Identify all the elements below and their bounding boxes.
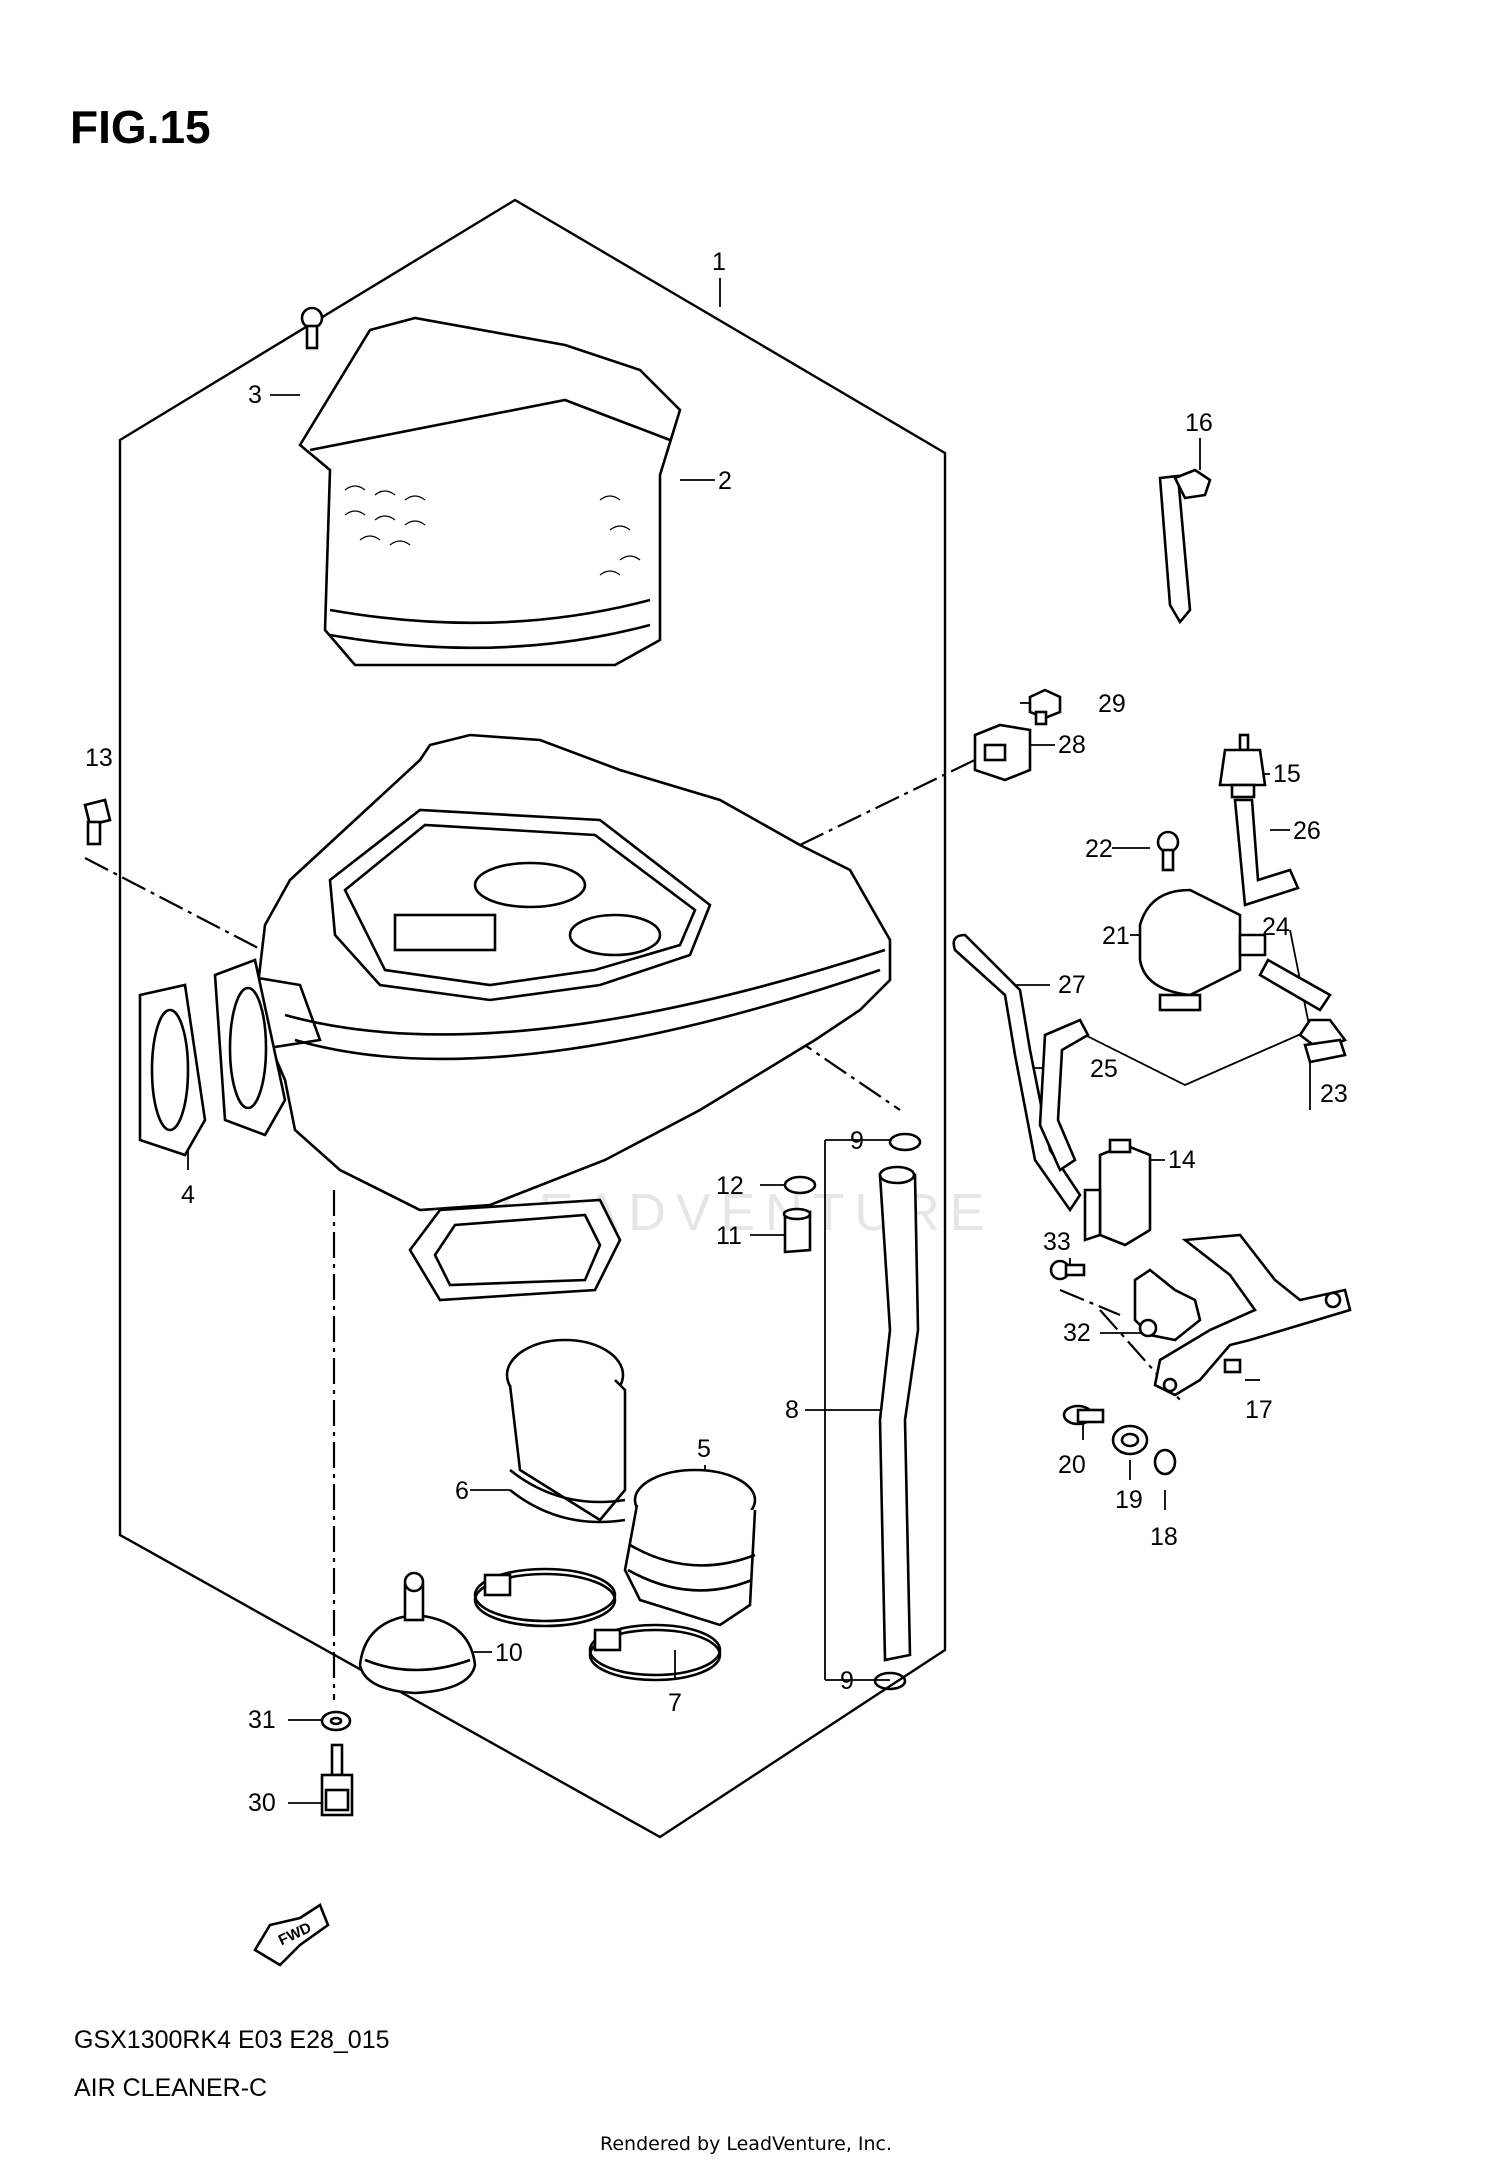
- callout-30: 30: [248, 1789, 276, 1817]
- clip-12: [783, 1175, 817, 1195]
- connector-28: [973, 723, 1032, 782]
- callout-10: 10: [495, 1639, 523, 1667]
- callout-29: 29: [1098, 690, 1126, 718]
- callout-33: 33: [1043, 1228, 1071, 1256]
- hose-24: [1258, 958, 1332, 1012]
- figure-title: FIG.15: [70, 101, 211, 153]
- callout-28: 28: [1058, 731, 1086, 759]
- air-cleaner-case: [238, 733, 892, 1302]
- assembly-boundary: [118, 198, 947, 1839]
- plug-11: [782, 1207, 812, 1254]
- bracket-17: [1153, 1233, 1352, 1397]
- bolt-29: [1028, 688, 1062, 726]
- callout-31: 31: [248, 1706, 276, 1734]
- hose-25: [1038, 1018, 1090, 1172]
- hose-26: [1233, 798, 1300, 907]
- clip-9-bottom: [873, 1671, 907, 1691]
- intake-funnel-6: [505, 1338, 627, 1524]
- callout-9-top: 9: [850, 1127, 864, 1155]
- callout-26: 26: [1293, 817, 1321, 845]
- callout-15: 15: [1273, 760, 1301, 788]
- callout-4: 4: [181, 1181, 195, 1209]
- fwd-arrow-icon: FWD: [253, 1903, 330, 1967]
- callout-19: 19: [1115, 1486, 1143, 1514]
- hose-23: [1298, 1018, 1348, 1064]
- screw-22: [1156, 830, 1180, 872]
- fitting-15: [1218, 733, 1267, 799]
- bracket-32: [1133, 1268, 1202, 1342]
- callout-22: 22: [1085, 835, 1113, 863]
- callout-32: 32: [1063, 1319, 1091, 1347]
- bolt-33: [1049, 1259, 1086, 1281]
- hose-27: [952, 933, 1082, 1213]
- callout-18: 18: [1150, 1523, 1178, 1551]
- collar-18: [1153, 1448, 1177, 1476]
- callout-labels: 1 2 3 4 5 6 7 8 9 9 10 11 12 13 14 15 16…: [85, 248, 1348, 1817]
- cap-10: [358, 1571, 477, 1695]
- bolt-13: [83, 798, 112, 846]
- grommet-19: [1111, 1424, 1149, 1456]
- callout-14: 14: [1168, 1146, 1196, 1174]
- bolt-20: [1062, 1404, 1105, 1426]
- callout-24: 24: [1262, 913, 1290, 941]
- callout-23: 23: [1320, 1080, 1348, 1108]
- callout-2: 2: [718, 467, 732, 495]
- callout-21: 21: [1102, 922, 1130, 950]
- section-name: AIR CLEANER-C: [74, 2074, 267, 2102]
- clamp-7: [473, 1567, 722, 1682]
- callout-12: 12: [716, 1172, 744, 1200]
- callout-3: 3: [248, 381, 262, 409]
- callout-20: 20: [1058, 1451, 1086, 1479]
- callout-17: 17: [1245, 1396, 1273, 1424]
- sensor-30: [320, 1743, 354, 1817]
- callout-13: 13: [85, 744, 113, 772]
- callout-9-bottom: 9: [840, 1667, 854, 1695]
- callout-8: 8: [785, 1396, 799, 1424]
- callout-5: 5: [697, 1435, 711, 1463]
- intake-pipe-5: [623, 1468, 757, 1627]
- callout-6: 6: [455, 1477, 469, 1505]
- valve-21: [1138, 888, 1267, 1012]
- air-filter-element: [298, 316, 682, 667]
- drain-hose-8: [878, 1165, 920, 1662]
- model-code: GSX1300RK4 E03 E28_015: [74, 2026, 390, 2054]
- valve-14: [1083, 1138, 1152, 1247]
- callout-7: 7: [668, 1689, 682, 1717]
- callout-1: 1: [712, 248, 726, 276]
- callout-11: 11: [716, 1222, 742, 1250]
- clip-9-top: [888, 1132, 922, 1152]
- screw-3: [300, 306, 324, 350]
- washer-31: [320, 1710, 352, 1732]
- strap-16: [1158, 468, 1212, 625]
- callout-27: 27: [1058, 971, 1086, 999]
- gasket-4: [138, 958, 287, 1157]
- alignment-lines: [84, 754, 1181, 1700]
- callout-16: 16: [1185, 409, 1213, 437]
- render-credit: Rendered by LeadVenture, Inc.: [600, 2133, 892, 2155]
- callout-25: 25: [1090, 1055, 1118, 1083]
